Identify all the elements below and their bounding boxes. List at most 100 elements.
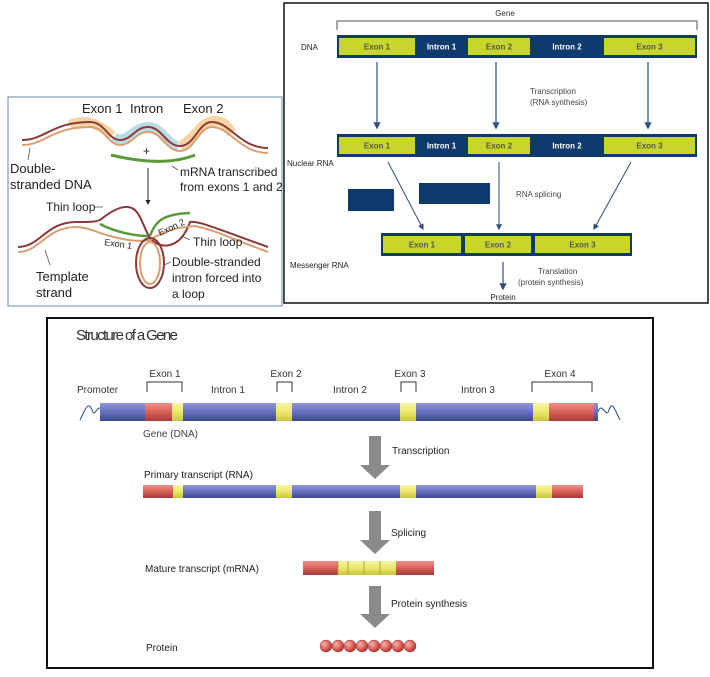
amino-acid-bead — [355, 639, 369, 653]
exon-segment — [339, 38, 415, 55]
excised-intron-1 — [348, 189, 394, 211]
label-splicing: Splicing — [391, 528, 426, 539]
label-dna: DNA — [301, 43, 319, 52]
intron-segment — [143, 485, 583, 498]
label-mature-transcript: Mature transcript (mRNA) — [145, 564, 259, 575]
intron-label: Intron 1 — [211, 385, 245, 396]
exon-segment — [465, 236, 531, 253]
exon-segment — [604, 38, 695, 55]
primary-transcript-bar — [143, 485, 583, 498]
utr-segment — [145, 403, 172, 421]
gene-dna-bar — [100, 403, 598, 421]
label-exon1-small: Exon 1 — [104, 237, 133, 251]
exon-segment — [172, 403, 183, 421]
exon-label: Exon 1 — [409, 241, 436, 250]
exon-label: Exon 2 — [485, 241, 512, 250]
label-translation: (protein synthesis) — [518, 278, 584, 287]
label-messenger-rna: Messenger RNA — [290, 261, 349, 270]
exon-label: Exon 3 — [394, 369, 426, 380]
label-ds-dna: stranded DNA — [10, 177, 92, 192]
excised-intron-2 — [419, 183, 490, 204]
label-thin-loop-right: Thin loop — [193, 235, 243, 249]
label-gene-dna: Gene (DNA) — [143, 429, 198, 440]
leader-line — [181, 235, 191, 241]
label-intron-loop: intron forced into — [172, 271, 262, 285]
intron-label: Intron 3 — [461, 385, 495, 396]
template-strand-dark — [17, 205, 269, 248]
exon-segment — [276, 403, 292, 421]
leader-line — [171, 165, 179, 171]
plus-sign: + — [143, 144, 150, 158]
protein-synthesis-arrow — [360, 586, 390, 628]
intron-segment — [100, 403, 598, 421]
amino-acid-bead — [343, 639, 357, 653]
label-primary-transcript: Primary transcript (RNA) — [144, 470, 253, 481]
amino-acid-bead — [391, 639, 405, 653]
exon-segment — [533, 403, 549, 421]
label-promoter: Promoter — [77, 385, 119, 396]
gene-bracket — [336, 20, 698, 30]
transcription-arrow — [360, 436, 390, 479]
leader-line — [44, 249, 51, 266]
amino-acid-bead — [331, 639, 345, 653]
dna-helix-right-icon — [597, 405, 621, 421]
exon-segment — [348, 561, 364, 575]
mrna-exon1 — [99, 222, 149, 238]
exon-bracket — [146, 381, 183, 392]
label-mrna: mRNA transcribed — [180, 165, 277, 179]
exon-segment — [339, 137, 415, 154]
exon-label: Exon 2 — [270, 369, 302, 380]
intron-label: Intron 2 — [552, 142, 582, 151]
label-nuclear-rna: Nuclear RNA — [287, 159, 334, 168]
panel-title: Structure of a Gene — [76, 327, 178, 344]
exon-bracket — [400, 381, 417, 392]
intron-loop-outer — [135, 237, 165, 289]
exon-segment — [400, 485, 416, 498]
label-exon2: Exon 2 — [183, 101, 223, 116]
dna-helix-left-icon — [79, 405, 103, 421]
exon-segment — [468, 137, 530, 154]
label-thin-loop-left: Thin loop — [46, 200, 96, 214]
exon-segment — [604, 137, 695, 154]
intron-label: Intron 2 — [552, 43, 582, 52]
exon-segment — [536, 485, 552, 498]
exon-bracket — [276, 381, 293, 392]
exon-bracket — [531, 381, 593, 392]
exon-segment — [535, 236, 630, 253]
label-ds-dna: Double- — [10, 161, 56, 176]
exon-label: Exon 1 — [149, 369, 181, 380]
label-protein-synthesis: Protein synthesis — [391, 599, 467, 610]
exon-segment — [173, 485, 183, 498]
exon-label: Exon 3 — [569, 241, 596, 250]
leader-line — [163, 261, 172, 266]
leader-line — [27, 147, 31, 161]
label-protein: Protein — [490, 293, 515, 302]
label-template: strand — [36, 285, 72, 300]
intron-label: Intron 1 — [427, 43, 457, 52]
mrna-exon2 — [148, 211, 191, 237]
label-intron: Intron — [130, 101, 163, 116]
label-intron-loop: Double-stranded — [172, 255, 261, 269]
intron-loop-inner — [139, 241, 161, 285]
exon-segment — [338, 561, 348, 575]
label-transcription: (RNA synthesis) — [530, 98, 588, 107]
label-exon1: Exon 1 — [82, 101, 122, 116]
label-rna-splicing: RNA splicing — [516, 190, 561, 199]
utr-segment — [143, 485, 173, 498]
label-transcription: Transcription — [530, 87, 576, 96]
exon-segment — [276, 485, 292, 498]
mrna-strand — [110, 153, 196, 163]
exon-segment — [364, 561, 380, 575]
label-protein: Protein — [146, 643, 178, 654]
exon-label: Exon 3 — [636, 142, 663, 151]
intron-label: Intron 1 — [427, 142, 457, 151]
exon-segment — [400, 403, 416, 421]
amino-acid-bead — [379, 639, 393, 653]
structure-of-gene-panel: Structure of a Gene Promoter Exon 1 Exon … — [46, 317, 654, 669]
mrna-bar: Exon 1 Exon 2 Exon 3 — [381, 233, 632, 256]
exon-segment — [380, 561, 396, 575]
